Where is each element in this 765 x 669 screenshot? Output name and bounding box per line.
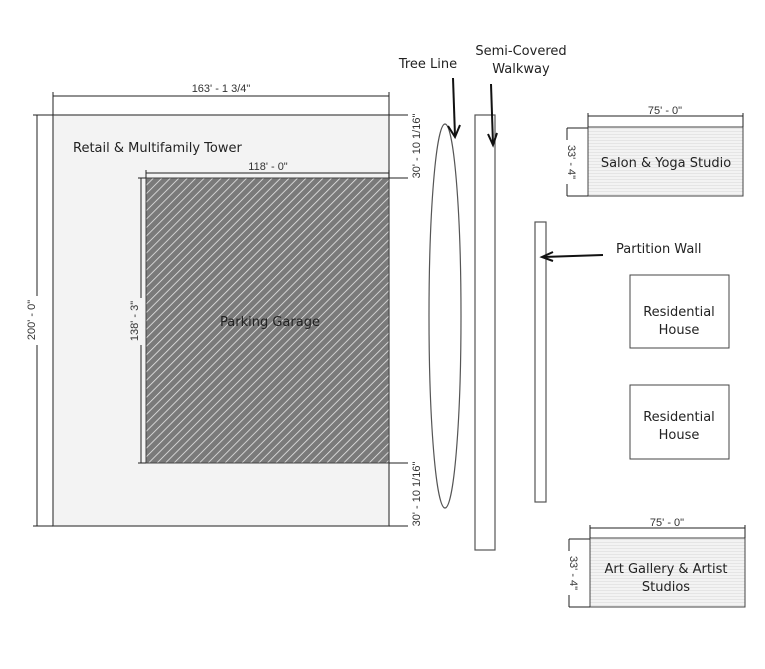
garage-bottom-offset-label: 30' - 10 1/16" (411, 462, 423, 527)
tree-line-label: Tree Line (398, 57, 457, 72)
tower-height-dimension: 200' - 0" (26, 114, 53, 527)
walkway-label-line2: Walkway (492, 62, 550, 77)
gallery-label-line1: Art Gallery & Artist (605, 562, 728, 577)
partition-wall-label: Partition Wall (616, 242, 702, 257)
salon-yoga-studio: Salon & Yoga Studio 75' - 0" 33' - 4" (564, 105, 744, 197)
tower-label: Retail & Multifamily Tower (73, 141, 242, 156)
house-1-label-line2: House (659, 323, 700, 338)
gallery-height-label: 33' - 4" (567, 556, 579, 590)
gallery-width-label: 75' - 0" (650, 517, 684, 529)
house-2-label-line1: Residential (643, 410, 715, 425)
garage-height-dimension: 138' - 3" (129, 177, 146, 464)
salon-label: Salon & Yoga Studio (601, 156, 731, 171)
tower-width-label: 163' - 1 3/4" (192, 83, 251, 95)
gallery-label-line2: Studios (642, 580, 690, 595)
residential-house-2: Residential House (629, 384, 730, 460)
garage-height-label: 138' - 3" (129, 301, 141, 341)
residential-house-1: Residential House (629, 274, 730, 349)
garage-width-label: 118' - 0" (248, 161, 288, 173)
garage-top-offset-label: 30' - 10 1/16" (411, 114, 423, 179)
tower-width-dimension: 163' - 1 3/4" (52, 83, 390, 115)
tree-line: Tree Line (398, 57, 462, 509)
garage-width-dimension: 118' - 0" (145, 161, 390, 178)
semi-covered-walkway: Semi-Covered Walkway (474, 44, 567, 551)
garage-top-offset-dimension: 30' - 10 1/16" (389, 114, 423, 179)
walkway-label-line1: Semi-Covered (475, 44, 566, 59)
salon-height-label: 33' - 4" (565, 145, 577, 179)
parking-garage: Parking Garage (145, 177, 390, 464)
tower-height-label: 200' - 0" (26, 300, 38, 340)
art-gallery-studios: Art Gallery & Artist Studios 75' - 0" 33… (566, 517, 746, 608)
house-2-label-line2: House (659, 428, 700, 443)
garage-bottom-offset-dimension: 30' - 10 1/16" (389, 462, 423, 527)
partition-wall: Partition Wall (534, 221, 702, 503)
garage-label: Parking Garage (220, 315, 320, 330)
house-1-label-line1: Residential (643, 305, 715, 320)
salon-width-label: 75' - 0" (648, 105, 682, 117)
